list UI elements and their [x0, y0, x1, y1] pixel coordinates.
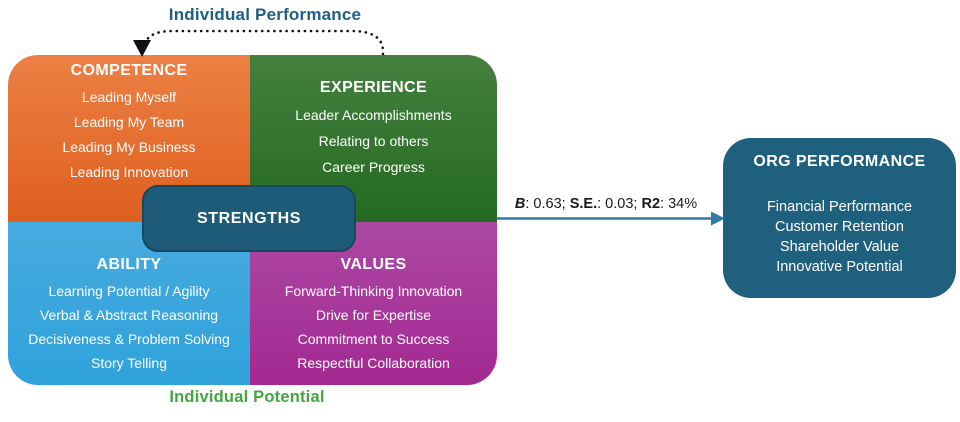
list-item: Customer Retention	[775, 219, 904, 235]
org-performance-box: ORG PERFORMANCE Financial Performance Cu…	[723, 138, 956, 298]
list-item: Leading Myself	[81, 89, 177, 105]
list-item: Career Progress	[322, 159, 425, 175]
list-item: Forward-Thinking Innovation	[284, 283, 463, 299]
quadrant-items: Leader Accomplishments Relating to other…	[250, 102, 497, 180]
regression-stats: B: 0.63; S.E.: 0.03; R2: 34%	[497, 196, 715, 214]
dotted-feedback-arc	[143, 29, 385, 56]
list-item: Leading My Business	[62, 139, 196, 155]
stat-se-label: S.E.	[569, 196, 598, 212]
strengths-box: STRENGTHS	[142, 185, 356, 252]
list-item: Innovative Potential	[776, 259, 903, 275]
list-item: Leader Accomplishments	[295, 107, 452, 123]
org-performance-title: ORG PERFORMANCE	[753, 153, 926, 170]
quadrant-title: VALUES	[340, 256, 407, 273]
list-item: Commitment to Success	[297, 331, 450, 347]
quadrant-competence: COMPETENCE Leading Myself Leading My Tea…	[8, 55, 250, 222]
list-item: Verbal & Abstract Reasoning	[39, 307, 219, 323]
list-item: Decisiveness & Problem Solving	[28, 331, 230, 347]
list-item: Relating to others	[318, 133, 429, 149]
list-item: Shareholder Value	[779, 239, 900, 255]
list-item: Financial Performance	[766, 199, 913, 215]
list-item: Learning Potential / Agility	[48, 283, 210, 299]
list-item: Drive for Expertise	[315, 307, 432, 323]
list-item: Story Telling	[90, 355, 167, 371]
stat-b-label: B	[514, 196, 526, 212]
list-item: Leading My Team	[73, 114, 185, 130]
list-item: Respectful Collaboration	[297, 355, 450, 371]
individual-performance-label: Individual Performance	[168, 5, 362, 24]
quadrant-items: Leading Myself Leading My Team Leading M…	[8, 85, 250, 185]
quadrant-items: Learning Potential / Agility Verbal & Ab…	[8, 279, 250, 375]
quadrant-items: Forward-Thinking Innovation Drive for Ex…	[250, 279, 497, 375]
quadrant-title: COMPETENCE	[70, 62, 188, 79]
list-item: Leading Innovation	[69, 164, 189, 180]
individual-potential-label: Individual Potential	[169, 388, 325, 406]
stat-b-value: : 0.63;	[525, 196, 570, 212]
quadrant-title: EXPERIENCE	[319, 79, 428, 96]
strengths-title: STRENGTHS	[196, 209, 302, 227]
quadrant-block: COMPETENCE Leading Myself Leading My Tea…	[8, 55, 497, 385]
quadrant-title: ABILITY	[96, 256, 162, 273]
stat-r2-label: R2	[641, 196, 661, 212]
stat-r2-value: : 34%	[660, 196, 698, 212]
stat-se-value: : 0.03;	[597, 196, 642, 212]
org-performance-items: Financial Performance Customer Retention…	[723, 197, 956, 277]
